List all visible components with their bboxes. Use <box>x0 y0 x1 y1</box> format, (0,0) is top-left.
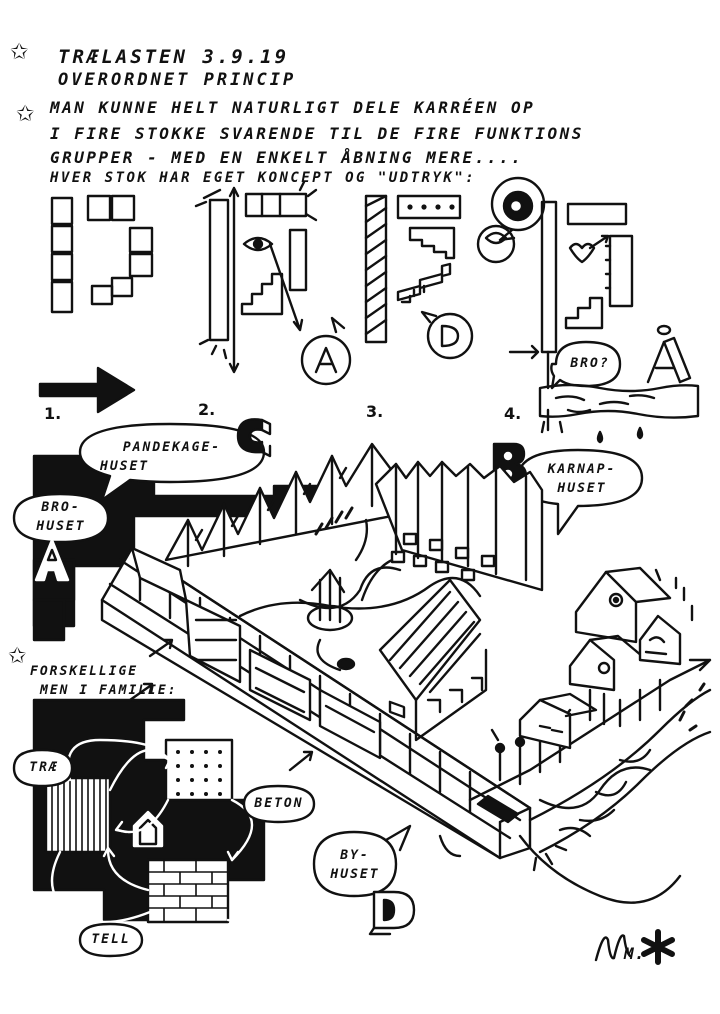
step4-blocks <box>508 200 700 434</box>
letter-a-3d <box>34 538 70 582</box>
letter-marker-b <box>476 176 546 264</box>
bubble-label-bro-huset: Bro-huset <box>36 500 86 534</box>
speech-bubble <box>312 824 412 898</box>
intro-line: hver stok har eget koncept og "udtryk": <box>50 170 477 186</box>
step-number: 3. <box>366 402 384 421</box>
bubble-label-by-huset: By-huset <box>330 848 380 882</box>
speech-bubble <box>242 784 316 824</box>
family-diagram <box>44 738 280 924</box>
asterisk-icon <box>641 929 675 965</box>
step-number: 1. <box>44 404 62 423</box>
sparkle-mark <box>438 834 568 872</box>
step1-blocks <box>50 194 154 314</box>
page-subtitle: Overordnet princip <box>58 70 297 90</box>
star-icon: ✩ <box>8 644 27 669</box>
speech-bubble <box>516 448 644 536</box>
speech-bubble <box>78 422 266 502</box>
material-label-tell: Tell <box>91 932 131 947</box>
letter-marker-a <box>300 316 352 386</box>
letter-d-3d <box>368 890 416 936</box>
material-label-beton: Beton <box>254 796 304 811</box>
step3-blocks <box>364 194 462 344</box>
speech-bubble <box>12 748 74 788</box>
step2-blocks <box>194 180 318 374</box>
bubble-label-karnap: Karnap-huset <box>547 462 617 496</box>
signature-mark <box>594 934 632 962</box>
arrow-icon <box>38 366 136 414</box>
letter-marker-d <box>420 310 474 360</box>
signature: M. <box>624 944 646 963</box>
arrow-icon <box>288 750 314 772</box>
intro-line: grupper - med en enkelt åbning mere.... <box>50 148 524 167</box>
star-icon: ✩ <box>16 102 35 127</box>
step-number: 4. <box>504 404 522 423</box>
speech-bubble <box>12 492 110 544</box>
letter-marker-a-3d <box>646 324 692 384</box>
star-icon: ✩ <box>10 40 29 65</box>
family-heading: Forskelligemen i familie: <box>30 664 178 698</box>
arrow-icon <box>148 638 174 658</box>
speech-bubble <box>550 340 622 390</box>
intro-line: Man kunne helt naturligt dele karréen op <box>50 98 536 117</box>
letter-c-3d <box>236 418 272 458</box>
intro-line: i fire stokke svarende til de fire funkt… <box>50 124 584 143</box>
small-houses <box>518 566 694 750</box>
step-number: 2. <box>198 400 216 419</box>
page-title: Trælasten 3.9.19 <box>58 46 290 68</box>
arrow-icon <box>128 682 154 702</box>
bubble-label-pandekage: Pandekage-huset <box>100 440 222 474</box>
drop-mark <box>636 426 644 440</box>
speech-bubble <box>78 922 144 958</box>
material-label-trae: Træ <box>29 760 59 775</box>
river-path <box>468 658 712 904</box>
drop-mark <box>596 430 604 444</box>
bubble-label-bro: Bro? <box>570 356 610 371</box>
building-model <box>100 442 572 860</box>
